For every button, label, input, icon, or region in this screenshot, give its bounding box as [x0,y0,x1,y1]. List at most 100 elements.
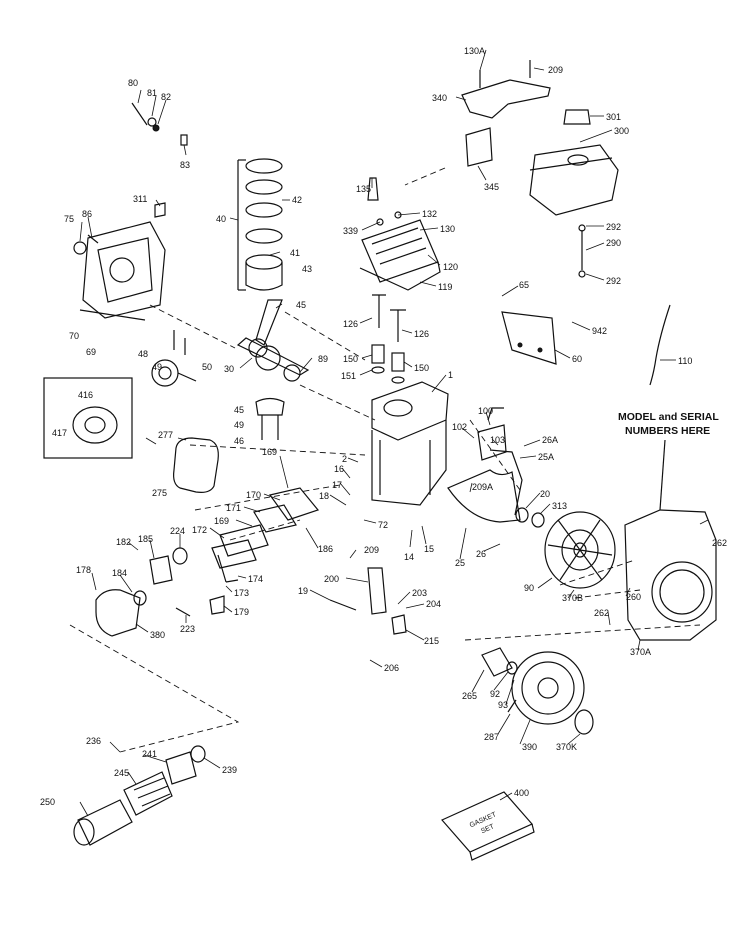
part-223-screw [175,607,191,617]
part-151-retainer [371,366,385,374]
callout-250: 250 [40,797,55,807]
part-370K-ring [574,709,594,735]
callout-43: 43 [302,264,312,274]
part-81-82-washer [147,117,157,127]
part-301-fuel-cap [563,109,591,125]
callout-26A: 26A [542,435,558,445]
callout-416: 416 [78,390,93,400]
callout-90: 90 [524,583,534,593]
callout-50: 50 [202,362,212,372]
callout-300: 300 [614,126,629,136]
part-313-nut [531,512,545,528]
callout-239: 239 [222,765,237,775]
callout-89: 89 [318,354,328,364]
callout-260: 260 [626,592,641,602]
model-number-arrow [659,439,666,511]
part-drawings [43,60,717,861]
callout-150-right: 150 [414,363,429,373]
callout-290: 290 [606,238,621,248]
callout-380: 380 [150,630,165,640]
callout-178: 178 [76,565,91,575]
callout-14: 14 [404,552,414,562]
part-300-fuel-tank [529,144,619,216]
callout-93: 93 [498,700,508,710]
callout-65: 65 [519,280,529,290]
callout-16: 16 [334,464,344,474]
callout-46: 46 [234,436,244,446]
callout-110: 110 [678,356,692,366]
callout-209-mid: 209 [364,545,379,555]
callout-339: 339 [343,226,358,236]
callout-60: 60 [572,354,582,364]
callout-83: 83 [180,160,190,170]
callout-340: 340 [432,93,447,103]
callout-182: 182 [116,537,131,547]
callout-72: 72 [378,520,388,530]
callout-370K: 370K [556,742,577,752]
part-80-pin [131,102,148,126]
part-126-valve [372,294,386,328]
callout-292-bottom: 292 [606,276,621,286]
part-224-gasket [172,547,188,565]
part-345-plate [465,127,493,167]
callout-184: 184 [112,568,127,578]
part-340-bracket [461,79,551,119]
kit-text-line2: SET [480,823,496,835]
part-135-spark-plug [367,177,379,201]
callout-206: 206 [384,663,399,673]
callout-262-right: 262 [712,538,727,548]
callout-209-top: 209 [548,65,563,75]
note-line1: MODEL and SERIAL [618,411,719,423]
callout-265: 265 [462,691,477,701]
callout-400: 400 [514,788,529,798]
callout-49-bottom: 49 [234,420,244,430]
part-45-conrod [255,299,283,346]
callout-49-left: 49 [152,362,162,372]
part-287-screw [507,699,517,713]
part-46-rod-cap [255,397,285,416]
part-75-seal [73,241,87,255]
part-169b-gasket [211,539,257,569]
callout-126-right: 126 [414,329,429,339]
callout-17: 17 [332,480,342,490]
part-169-gasket [268,487,320,521]
leader-lines [79,49,709,817]
callout-172: 172 [192,525,207,535]
callout-171: 171 [226,503,241,513]
callout-126-left: 126 [343,319,358,329]
callout-25: 25 [455,558,465,568]
callout-370B: 370B [562,593,583,603]
callout-130: 130 [440,224,455,234]
callout-311: 311 [133,194,147,204]
callout-130A: 130A [464,46,485,56]
callout-2: 2 [342,454,347,464]
callout-150-left: 150 [343,354,358,364]
assembly-guide-lines [69,167,701,753]
callout-215: 215 [424,636,439,646]
callout-203: 203 [412,588,427,598]
callout-245: 245 [114,768,129,778]
callout-173: 173 [234,588,249,598]
part-241-base [165,751,197,785]
callout-204: 204 [426,599,441,609]
part-119-gasket [359,261,441,291]
part-41-piston [245,262,283,291]
part-200-governor-arm [367,567,387,615]
part-311 [154,202,166,218]
callout-179: 179 [234,607,249,617]
callout-19: 19 [298,586,308,596]
callout-100: 100 [478,406,493,416]
callout-40: 40 [216,214,226,224]
callout-224: 224 [170,526,185,536]
callout-103: 103 [490,435,505,445]
part-390-rewind-starter [511,651,585,725]
callout-42: 42 [292,195,302,205]
part-245-filter [123,771,173,816]
part-60-baffle [501,311,557,365]
part-239-gasket [190,745,206,763]
part-callouts: 80 81 82 83 311 75 86 70 69 40 42 41 43 … [40,46,727,807]
callout-236: 236 [86,736,101,746]
callout-45-top: 45 [296,300,306,310]
callout-942: 942 [592,326,607,336]
